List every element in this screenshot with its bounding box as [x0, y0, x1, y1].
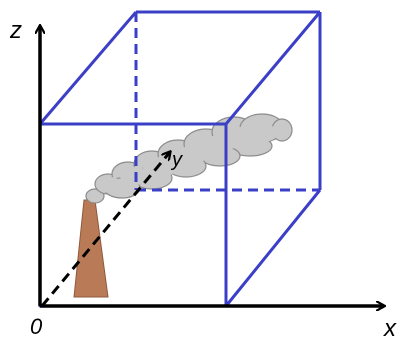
- plume-fill-overlay: [98, 124, 278, 193]
- y-axis-label: y: [170, 149, 183, 171]
- smokestack: [73, 199, 109, 298]
- cube-bottom-right-diagonal: [224, 189, 322, 307]
- origin-label: 0: [30, 314, 43, 339]
- y-axis: [40, 152, 170, 307]
- cube-top-right-diagonal: [224, 11, 322, 125]
- cube-top-left-diagonal: [38, 11, 138, 125]
- z-axis-label: z: [9, 17, 22, 44]
- cube-hidden-edges: [134, 12, 320, 192]
- x-axis-label: x: [383, 315, 397, 340]
